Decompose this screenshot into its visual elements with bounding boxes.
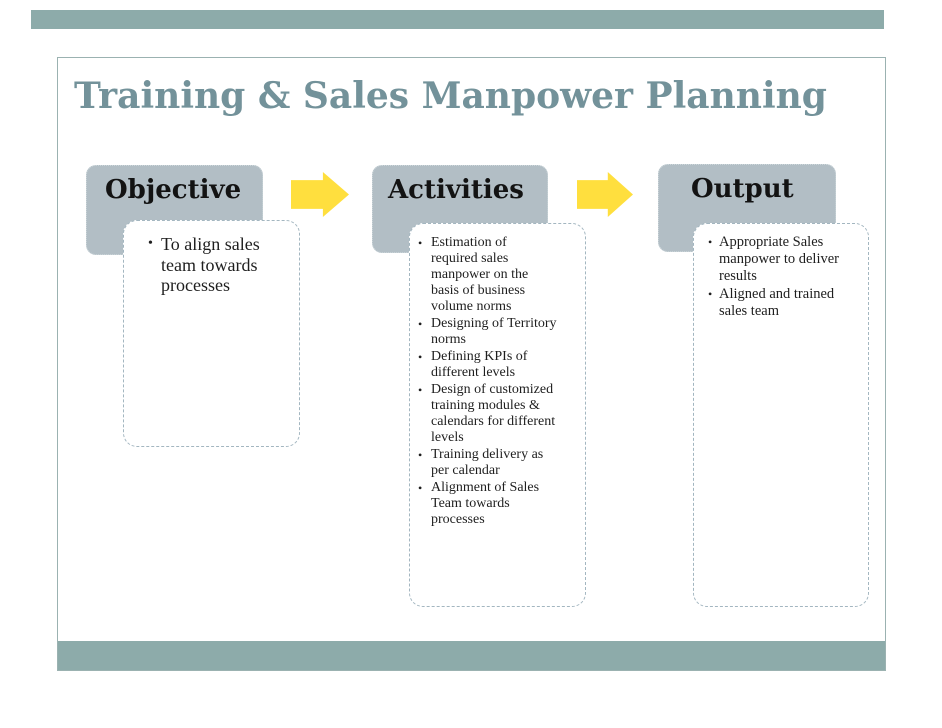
slide: Training & Sales Manpower Planning Objec… xyxy=(57,57,886,671)
list-item: • Defining KPIs of different levels xyxy=(418,349,583,381)
list-item: • Aligned and trained sales team xyxy=(708,286,866,320)
bullet-icon: • xyxy=(418,317,423,331)
list-item: • Training delivery as per calendar xyxy=(418,447,583,479)
header-label-output: Output xyxy=(691,174,794,204)
bullet-icon: • xyxy=(418,236,423,250)
bottom-accent-bar xyxy=(58,641,885,670)
bullet-icon: • xyxy=(418,481,423,495)
list-item: • Estimation of required sales manpower … xyxy=(418,235,583,315)
list-item: • Designing of Territory norms xyxy=(418,316,583,348)
bullet-text: Alignment of Sales Team towards processe… xyxy=(431,480,540,527)
flow-arrow-right-icon xyxy=(291,172,349,217)
bullet-icon: • xyxy=(418,448,423,462)
bullet-text: Training delivery as per calendar xyxy=(431,447,544,478)
bullet-icon: • xyxy=(708,235,713,249)
bullet-icon: • xyxy=(418,383,423,397)
list-item: • Design of customized training modules … xyxy=(418,382,583,446)
list-item: • Alignment of Sales Team towards proces… xyxy=(418,480,583,528)
content-card-activities: • Estimation of required sales manpower … xyxy=(409,223,586,607)
bullet-text: Designing of Territory norms xyxy=(431,316,557,347)
bullet-icon: • xyxy=(418,350,423,364)
flow-arrow-right-icon xyxy=(577,172,633,217)
list-item: • To align sales team towards processes xyxy=(148,234,295,296)
content-card-objective: • To align sales team towards processes xyxy=(123,220,300,447)
bullet-icon: • xyxy=(708,287,713,302)
bullet-text: Design of customized training modules & … xyxy=(431,382,556,445)
header-label-objective: Objective xyxy=(105,175,242,205)
bullet-text: To align sales team towards processes xyxy=(161,234,260,295)
list-item: • Appropriate Sales manpower to deliver … xyxy=(708,234,866,284)
slide-title: Training & Sales Manpower Planning xyxy=(74,75,827,117)
bullet-text: Estimation of required sales manpower on… xyxy=(431,235,529,314)
content-card-output: • Appropriate Sales manpower to deliver … xyxy=(693,223,869,607)
bullet-text: Defining KPIs of different levels xyxy=(431,349,528,380)
top-accent-bar xyxy=(31,10,884,29)
header-label-activities: Activities xyxy=(388,175,524,205)
bullet-icon: • xyxy=(148,236,153,251)
bullet-text: Appropriate Sales manpower to deliver re… xyxy=(719,234,839,284)
bullet-text: Aligned and trained sales team xyxy=(719,286,835,320)
